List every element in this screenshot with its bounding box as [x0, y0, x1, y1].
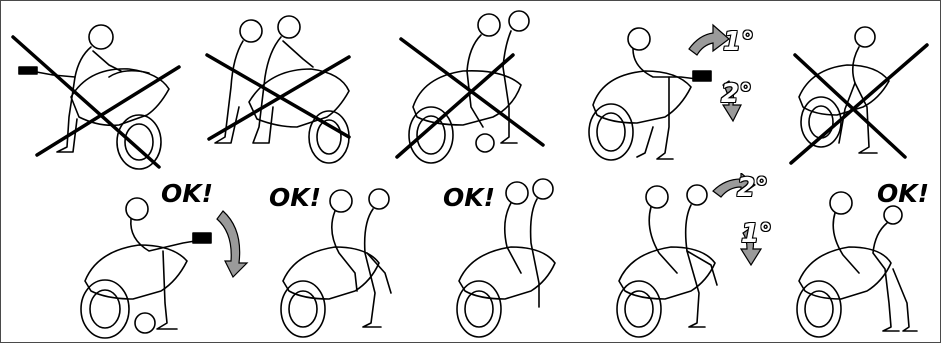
passengers-on-bike-illustration	[393, 7, 553, 172]
panel-ok-4: OK!	[789, 173, 937, 343]
panel-ok-2: OK!	[267, 173, 427, 343]
rider-beside-bike-illustration	[785, 7, 935, 172]
cross-mark	[791, 45, 927, 163]
ok-label: OK!	[877, 181, 929, 206]
panel-wrong-3	[393, 7, 553, 172]
two-riders-illustration	[199, 7, 364, 172]
step-first-label: 1°	[723, 29, 754, 55]
panel-ok-step: 2° 1°	[601, 173, 781, 343]
panel-wrong-2	[199, 7, 364, 172]
step-second-label: 2°	[737, 175, 768, 201]
ok-label: OK!	[269, 185, 321, 210]
panel-ok-3: OK!	[441, 173, 591, 343]
cross-mark	[13, 37, 179, 167]
step-first-label: 1°	[741, 221, 772, 247]
ok-label: OK!	[161, 181, 213, 206]
panel-wrong-1	[9, 7, 189, 172]
ok-label: OK!	[443, 185, 495, 210]
panel-wrong-5	[785, 7, 935, 172]
cross-mark	[207, 55, 349, 139]
panel-stand-step: 1° 2°	[573, 7, 773, 172]
panel-ok-1: OK!	[63, 173, 263, 343]
rider-on-bike-illustration	[9, 7, 189, 172]
step-second-label: 2°	[721, 81, 752, 107]
arrow-curve-icon	[217, 211, 247, 277]
